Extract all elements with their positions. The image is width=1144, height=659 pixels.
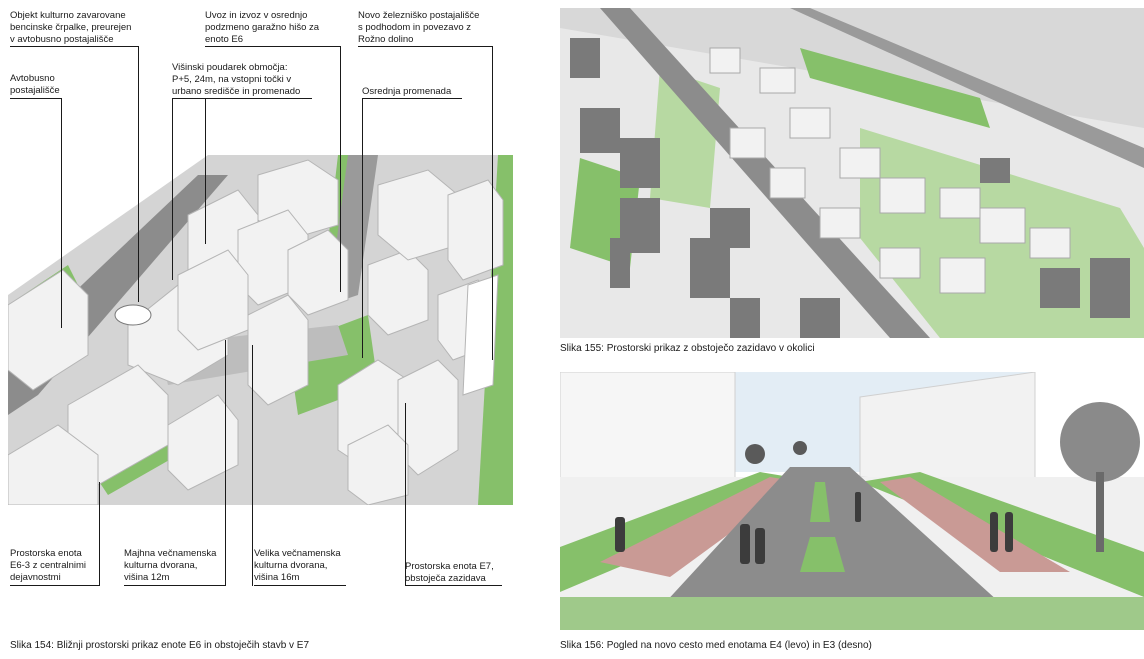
leader-line: [138, 46, 139, 302]
leader-line: [358, 46, 492, 47]
caption-slika-156: Slika 156: Pogled na novo cesto med enot…: [560, 640, 872, 651]
leader-line: [340, 46, 341, 292]
label-objekt-crpalke: Objekt kulturno zavarovane bencinske črp…: [10, 10, 132, 45]
leader-line: [10, 46, 138, 47]
label-uvoz-izvoz-garaza: Uvoz in izvoz v osrednjo podzmeno garažn…: [205, 10, 320, 45]
label-prostorska-enota-e6: Prostorska enota E6-3 z centralnimi deja…: [10, 548, 87, 583]
leader-line: [61, 98, 62, 328]
leader-line: [252, 345, 253, 586]
leader-line: [205, 46, 341, 47]
label-visinski-poudarek: Višinski poudarek območja: P+5, 24m, na …: [172, 62, 301, 97]
leader-line: [172, 98, 312, 99]
street-view-image: [560, 372, 1144, 630]
leader-line: [362, 98, 363, 358]
leader-line: [10, 98, 62, 99]
leader-line: [172, 98, 173, 280]
leader-line: [254, 585, 346, 586]
leader-line: [405, 585, 502, 586]
model-image-e6: [8, 155, 513, 505]
leader-line: [362, 98, 462, 99]
leader-line: [225, 340, 226, 586]
leader-line: [99, 482, 100, 586]
leader-line: [492, 46, 493, 360]
label-avtobusno-postajalisce: Avtobusno postajališče: [10, 73, 60, 96]
leader-line: [205, 98, 206, 244]
leader-line: [124, 585, 226, 586]
leader-line: [10, 585, 100, 586]
label-osrednja-promenada: Osrednja promenada: [362, 86, 452, 97]
aerial-image-okolica: [560, 8, 1144, 338]
label-majhna-dvorana: Majhna večnamenska kulturna dvorana, viš…: [124, 548, 217, 583]
caption-slika-155: Slika 155: Prostorski prikaz z obstoječo…: [560, 343, 815, 354]
label-prostorska-enota-e7: Prostorska enota E7, obstoječa zazidava: [405, 561, 494, 584]
leader-line: [405, 403, 406, 586]
label-zelezniska-postajalisce: Novo železniško postajališče s podhodom …: [358, 10, 480, 45]
caption-slika-154: Slika 154: Bližnji prostorski prikaz eno…: [10, 640, 310, 651]
label-velika-dvorana: Velika večnamenska kulturna dvorana, viš…: [254, 548, 341, 583]
